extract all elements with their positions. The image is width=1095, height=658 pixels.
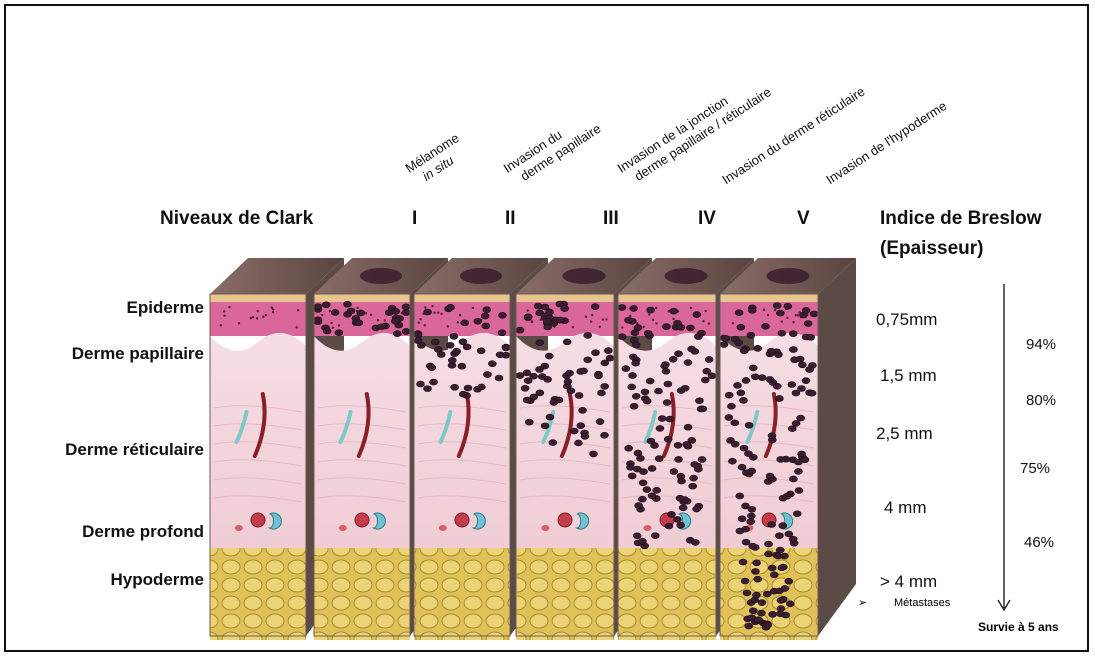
survival-label: Survie à 5 ans: [978, 620, 1059, 634]
metastases-label: Métastases: [894, 597, 950, 609]
metastases-arrow-icon: ➢: [858, 596, 867, 609]
